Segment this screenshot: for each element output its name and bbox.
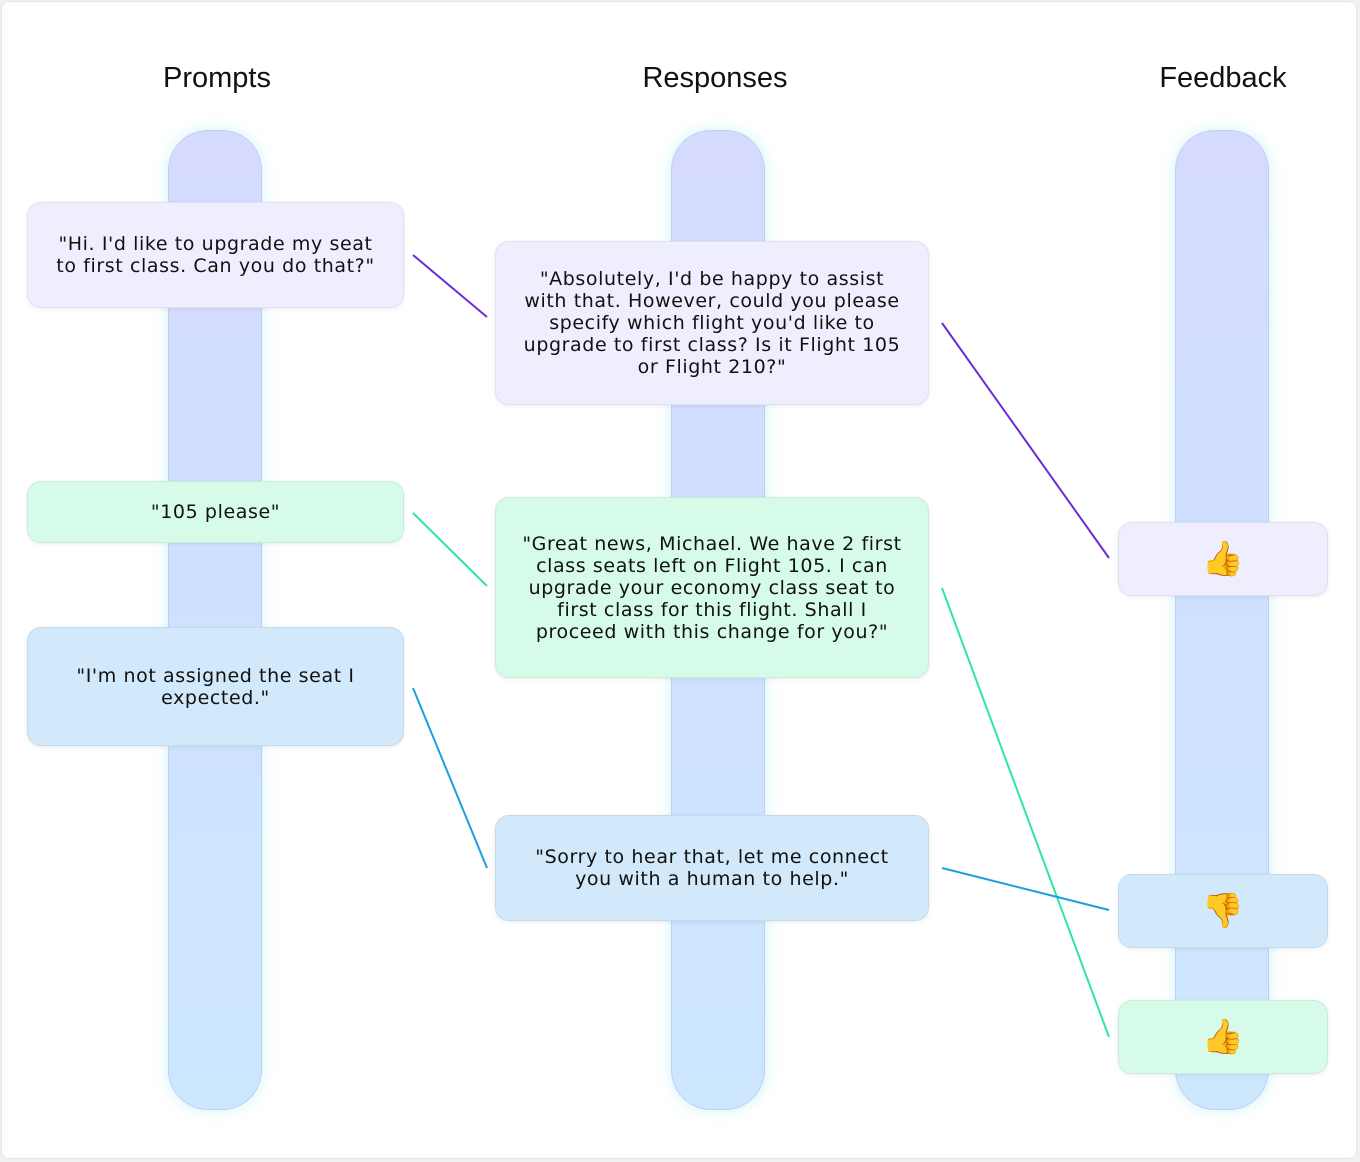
thumbs-up-icon[interactable]: 👍 (1201, 539, 1245, 579)
prompt-card[interactable]: "Hi. I'd like to upgrade my seat to firs… (27, 202, 404, 308)
link-prompt3-response3 (412, 687, 488, 869)
column-title-prompts: Prompts (163, 62, 271, 94)
link-prompt1-response1 (412, 254, 488, 318)
prompt-text: "I'm not assigned the seat I expected." (76, 664, 355, 709)
feedback-card[interactable]: 👍 (1118, 1000, 1328, 1074)
prompt-text: "105 please" (150, 501, 281, 523)
response-card[interactable]: "Absolutely, I'd be happy to assist with… (495, 241, 929, 405)
thumbs-down-icon[interactable]: 👎 (1201, 891, 1245, 931)
prompt-text: "Hi. I'd like to upgrade my seat to firs… (56, 233, 375, 277)
thumbs-up-icon[interactable]: 👍 (1201, 1017, 1245, 1057)
feedback-card[interactable]: 👍 (1118, 522, 1328, 596)
link-response1-feedback1 (941, 322, 1110, 559)
feedback-card[interactable]: 👎 (1118, 874, 1328, 948)
link-response3-feedback2 (941, 867, 1110, 911)
link-prompt2-response2 (412, 512, 488, 587)
response-card[interactable]: "Sorry to hear that, let me connect you … (495, 815, 929, 921)
column-title-feedback: Feedback (1159, 62, 1287, 94)
column-title-responses: Responses (642, 62, 788, 94)
response-text: "Sorry to hear that, let me connect you … (535, 846, 889, 890)
response-text: "Great news, Michael. We have 2 first cl… (522, 532, 902, 643)
prompt-card[interactable]: "105 please" (27, 481, 404, 543)
response-card[interactable]: "Great news, Michael. We have 2 first cl… (495, 497, 929, 678)
link-response2-feedback3 (941, 587, 1110, 1038)
prompt-card[interactable]: "I'm not assigned the seat I expected." (27, 627, 404, 746)
response-text: "Absolutely, I'd be happy to assist with… (523, 268, 901, 378)
